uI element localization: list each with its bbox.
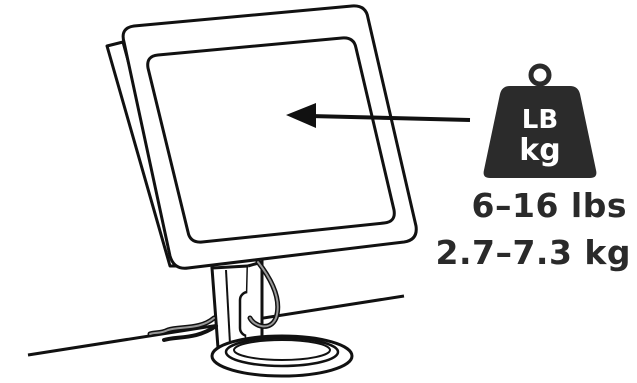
weight-unit-lb: LB [522,105,558,135]
monitor [105,4,418,270]
weight-range-kg: 2.7–7.3 kg [435,233,631,272]
weight-range-lbs: 6–16 lbs [471,186,627,225]
weight-unit-kg: kg [519,133,560,168]
weight-arrow [286,103,471,128]
monitor-screen [146,36,396,244]
cables [147,259,281,342]
monitor-stand [210,260,264,350]
weight-icon: LB kg [483,63,597,178]
monitor-base [210,334,354,378]
